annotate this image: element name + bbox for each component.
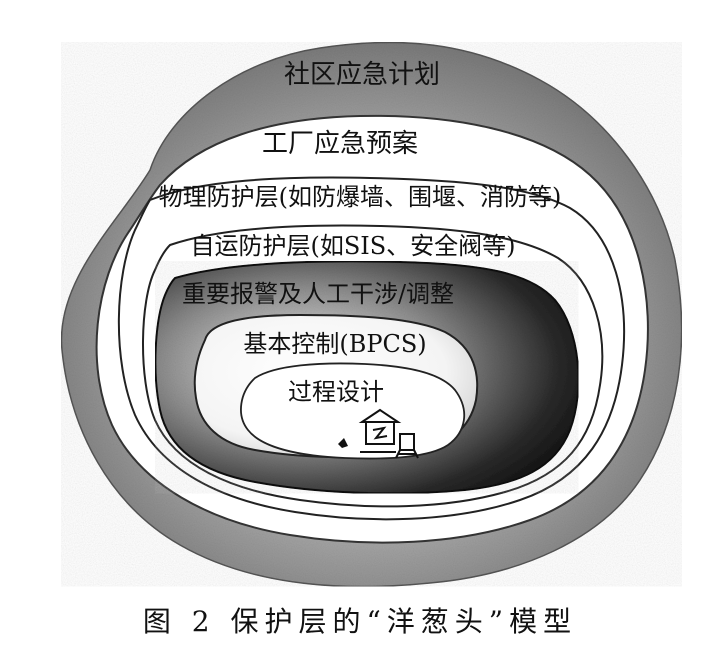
- label-basic-control: 基本控制(BPCS): [243, 330, 426, 358]
- label-process-design: 过程设计: [288, 378, 384, 406]
- label-physical-protection: 物理防护层(如防爆墙、围堰、消防等): [159, 183, 562, 211]
- label-sis-protection: 自运防护层(如SIS、安全阀等): [190, 232, 515, 260]
- house-icon: [358, 408, 402, 445]
- label-plant-plan: 工厂应急预案: [262, 129, 418, 159]
- label-alarm-intervention: 重要报警及人工干涉/调整: [182, 280, 454, 308]
- label-community-plan: 社区应急计划: [284, 60, 440, 90]
- figure-caption: 图 2 保护层的“洋葱头”模型: [142, 605, 578, 638]
- plant-equipment-icon: [338, 433, 419, 459]
- onion-layers-svg: 社区应急计划 工厂应急预案 物理防护层(如防爆墙、围堰、消防等) 自运防护层(如…: [60, 41, 683, 588]
